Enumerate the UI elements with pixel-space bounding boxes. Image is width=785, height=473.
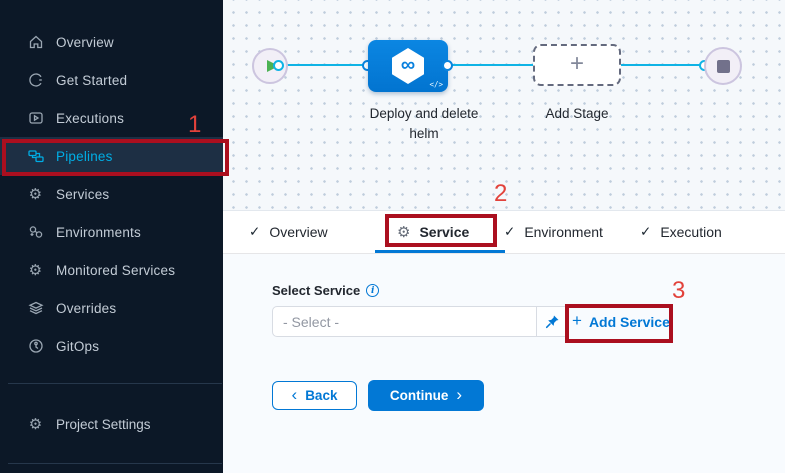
- sidebar-item-pipelines[interactable]: Pipelines: [0, 137, 223, 175]
- gear-icon: ⚙: [28, 185, 43, 203]
- pipelines-icon: [27, 148, 44, 165]
- add-stage-label: Add Stage: [545, 106, 609, 121]
- sidebar-item-environments[interactable]: Environments: [0, 213, 223, 251]
- stage-node-deploy[interactable]: ∞ </>: [368, 40, 448, 92]
- sidebar-item-overview[interactable]: Overview: [0, 23, 223, 61]
- back-button[interactable]: ‹ Back: [272, 381, 357, 410]
- sidebar-item-label: Get Started: [56, 72, 128, 88]
- stage-tabbar: ✓ Overview ⚙ Service ✓ Environment ✓ Exe…: [223, 210, 785, 253]
- pin-icon: [545, 315, 559, 329]
- check-icon: ✓: [249, 224, 261, 239]
- sidebar-item-label: Monitored Services: [56, 262, 176, 278]
- pipeline-connector-line: [270, 64, 725, 66]
- main-content: ∞ </> Deploy and delete helm + Add Stage…: [223, 0, 785, 473]
- select-service-label: Select Service i: [272, 283, 380, 298]
- get-started-icon: [27, 72, 44, 89]
- connector-port: [442, 60, 453, 71]
- sidebar-item-label: Services: [56, 186, 110, 202]
- chevron-right-icon: ›: [456, 385, 463, 404]
- code-icon: </>: [429, 80, 443, 89]
- executions-icon: [27, 110, 44, 127]
- home-icon: [27, 34, 44, 51]
- sidebar: Overview Get Started Executions Pipeline…: [0, 0, 223, 473]
- plus-icon: +: [572, 311, 582, 330]
- sidebar-item-monitored-services[interactable]: ⚙ Monitored Services: [0, 251, 223, 289]
- sidebar-item-label: GitOps: [56, 338, 100, 354]
- active-tab-indicator: [375, 250, 505, 253]
- sidebar-item-executions[interactable]: Executions: [0, 99, 223, 137]
- service-select[interactable]: [272, 306, 569, 337]
- sidebar-item-label: Executions: [56, 110, 125, 126]
- service-form: Select Service i + Add Service ‹ Back: [223, 253, 785, 473]
- pin-button[interactable]: [536, 307, 568, 336]
- sidebar-item-project-settings[interactable]: ⚙ Project Settings: [0, 405, 223, 443]
- sidebar-item-services[interactable]: ⚙ Services: [0, 175, 223, 213]
- sidebar-item-overrides[interactable]: Overrides: [0, 289, 223, 327]
- check-icon: ✓: [640, 224, 652, 239]
- sidebar-item-gitops[interactable]: GitOps: [0, 327, 223, 365]
- tab-environment[interactable]: ✓ Environment: [504, 224, 603, 240]
- sidebar-divider: [8, 463, 222, 464]
- tab-execution[interactable]: ✓ Execution: [640, 224, 722, 240]
- cd-infinity-hexagon-icon: ∞: [392, 48, 424, 84]
- add-service-button[interactable]: + Add Service: [572, 311, 670, 330]
- tab-overview[interactable]: ✓ Overview: [249, 224, 328, 240]
- gear-icon: ⚙: [397, 224, 411, 241]
- sidebar-nav: Overview Get Started Executions Pipeline…: [0, 23, 223, 365]
- environments-icon: [27, 224, 44, 241]
- plus-icon: +: [569, 50, 584, 77]
- sidebar-item-label: Project Settings: [56, 416, 151, 432]
- pipeline-canvas: ∞ </> Deploy and delete helm + Add Stage: [223, 0, 785, 210]
- chevron-left-icon: ‹: [291, 385, 298, 404]
- gitops-icon: [27, 338, 44, 355]
- gear-icon: ⚙: [28, 261, 43, 279]
- gear-icon: ⚙: [28, 415, 43, 433]
- sidebar-item-label: Pipelines: [56, 148, 113, 164]
- add-stage-button[interactable]: +: [533, 44, 621, 86]
- layers-icon: [27, 300, 44, 317]
- sidebar-item-label: Overview: [56, 34, 114, 50]
- info-icon[interactable]: i: [366, 284, 380, 297]
- stop-icon: [717, 60, 730, 73]
- continue-button[interactable]: Continue ›: [368, 380, 484, 411]
- sidebar-item-get-started[interactable]: Get Started: [0, 61, 223, 99]
- connector-port: [273, 60, 284, 71]
- stage-name-label: Deploy and delete helm: [369, 106, 479, 141]
- tab-service[interactable]: ⚙ Service: [397, 224, 470, 241]
- service-select-input[interactable]: [273, 307, 536, 336]
- pipeline-end-node: [704, 47, 742, 85]
- sidebar-item-label: Environments: [56, 224, 141, 240]
- check-icon: ✓: [504, 224, 516, 239]
- sidebar-item-label: Overrides: [56, 300, 117, 316]
- sidebar-divider: [8, 383, 222, 384]
